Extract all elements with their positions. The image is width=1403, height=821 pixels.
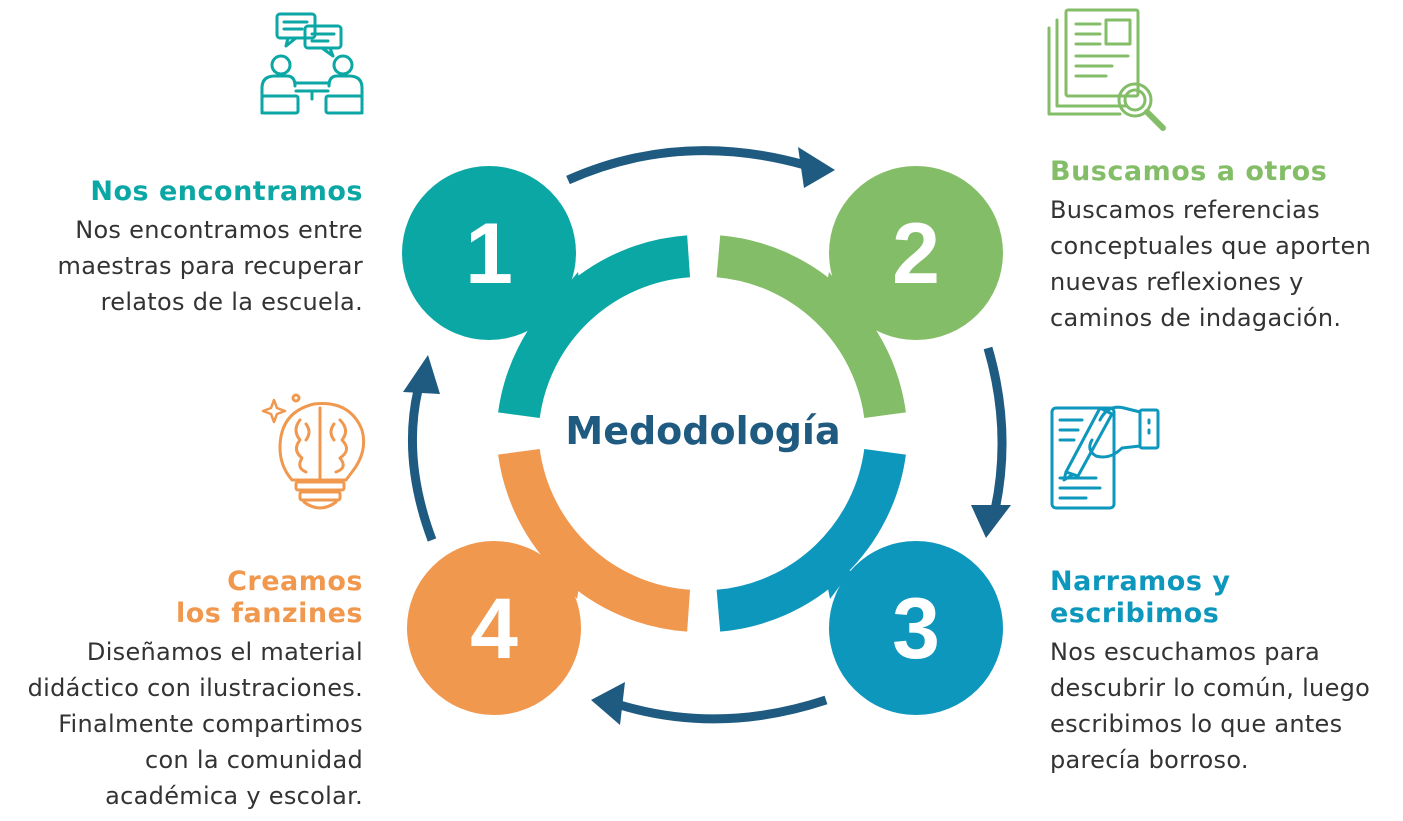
arrow-3-to-4-head <box>591 682 625 725</box>
step-4-circle: 4 <box>407 541 583 715</box>
step-2-description: Buscamos referencias conceptuales que ap… <box>1050 192 1371 336</box>
step-4-desc-line: Finalmente compartimos <box>58 710 363 738</box>
step-3-description: Nos escuchamos para descubrir lo común, … <box>1050 634 1370 778</box>
arrow-4-to-1 <box>407 388 437 542</box>
step-2-circle: 2 <box>823 166 1003 340</box>
ring-segment-4 <box>498 448 691 632</box>
inner-ring <box>498 235 906 632</box>
ring-segment-1 <box>498 235 691 419</box>
step-4-desc-line: académica y escolar. <box>105 782 363 810</box>
step-3-desc-line: parecía borroso. <box>1050 746 1249 774</box>
step-3-title: Narramos y escribimos <box>1050 566 1370 630</box>
step-1-desc-line: relatos de la escuela. <box>100 288 363 316</box>
step-4-title-line: Creamos <box>227 566 363 597</box>
step-3-desc-line: escribimos lo que antes <box>1050 710 1343 738</box>
arrow-3-to-4 <box>618 695 828 724</box>
document-search-icon <box>1047 8 1166 131</box>
step-4-text: Creamos los fanzines Diseñamos el materi… <box>28 566 363 814</box>
ring-segment-2 <box>716 235 906 419</box>
meeting-people-icon <box>260 12 364 115</box>
step-1-circle-bg <box>402 166 576 340</box>
brain-lightbulb-icon <box>261 393 366 510</box>
step-2-title: Buscamos a otros <box>1050 156 1371 188</box>
step-3-circle-bg <box>829 541 1003 715</box>
step-4-number: 4 <box>470 581 518 677</box>
step-2-desc-line: Buscamos referencias <box>1050 196 1320 224</box>
arrow-4-to-1-head <box>403 355 440 394</box>
step-1-number: 1 <box>465 206 513 302</box>
step-4-description: Diseñamos el material didáctico con ilus… <box>28 634 363 814</box>
hand-writing-icon <box>1050 405 1160 510</box>
step-1-description: Nos encontramos entre maestras para recu… <box>58 212 363 320</box>
step-3-circle: 3 <box>823 541 1003 715</box>
step-2-number: 2 <box>892 206 940 302</box>
step-1-title: Nos encontramos <box>58 176 363 208</box>
step-3-desc-line: Nos escuchamos para <box>1050 638 1320 666</box>
step-1-circle: 1 <box>402 166 583 340</box>
ring-segment-3 <box>716 448 906 632</box>
step-4-circle-tail <box>555 563 583 599</box>
cycle-arrows <box>403 146 1011 725</box>
step-4-desc-line: Diseñamos el material <box>86 638 363 666</box>
arrow-1-to-2-head <box>798 147 835 188</box>
step-4-title: Creamos los fanzines <box>28 566 363 630</box>
step-3-desc-line: descubrir lo común, luego <box>1050 674 1371 702</box>
step-3-circle-tail <box>823 563 851 599</box>
step-2-circle-bg <box>829 166 1003 340</box>
step-2-desc-line: conceptuales que aporten <box>1050 232 1372 260</box>
step-4-circle-bg <box>407 541 581 715</box>
step-4-desc-line: con la comunidad <box>144 746 363 774</box>
center-label: Medodología <box>565 409 840 453</box>
step-1-text: Nos encontramos Nos encontramos entre ma… <box>58 176 363 320</box>
step-4-title-line: los fanzines <box>175 598 363 629</box>
step-1-desc-line: maestras para recuperar <box>57 252 363 280</box>
step-1-title-line: Nos encontramos <box>90 176 363 207</box>
step-3-title-line: Narramos y <box>1050 566 1231 597</box>
arrow-2-to-3-head <box>971 505 1011 538</box>
step-2-text: Buscamos a otros Buscamos referencias co… <box>1050 156 1371 336</box>
arrow-2-to-3 <box>983 346 1007 511</box>
step-3-number: 3 <box>892 581 940 677</box>
step-1-desc-line: Nos encontramos entre <box>75 216 363 244</box>
step-4-desc-line: didáctico con ilustraciones. <box>27 674 363 702</box>
step-2-desc-line: nuevas reflexiones y <box>1050 268 1304 296</box>
step-3-text: Narramos y escribimos Nos escuchamos par… <box>1050 566 1370 778</box>
step-3-title-line: escribimos <box>1050 598 1220 629</box>
step-2-desc-line: caminos de indagación. <box>1050 304 1342 332</box>
arrow-1-to-2 <box>566 146 807 185</box>
step-2-title-line: Buscamos a otros <box>1050 156 1328 187</box>
